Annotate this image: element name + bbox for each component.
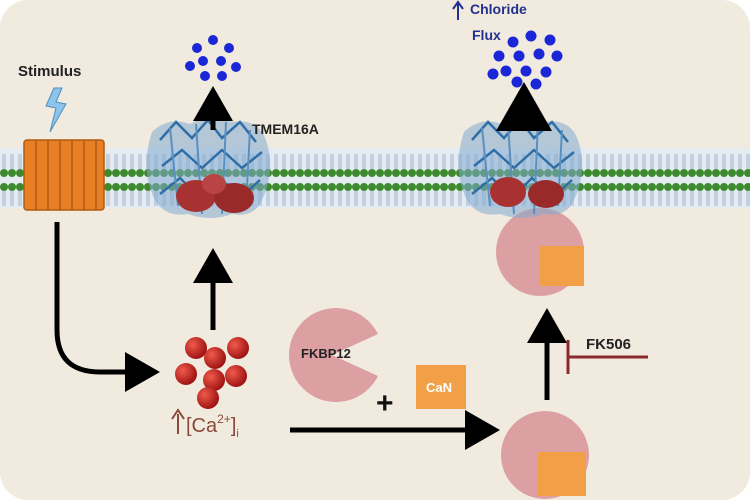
svg-text:Flux: Flux <box>472 27 501 43</box>
calcium-increase-label: [Ca2+]i <box>171 408 239 440</box>
svg-text:Chloride: Chloride <box>470 1 527 17</box>
svg-text:[Ca2+]i: [Ca2+]i <box>186 412 239 440</box>
chloride-ions-large <box>487 30 563 90</box>
fkbp12-can-complex-bottom <box>501 411 589 499</box>
cell-membrane <box>0 148 750 208</box>
chloride-flux-label: Chloride Flux <box>452 0 527 43</box>
lightning-icon <box>45 87 67 133</box>
chloride-ions-small <box>185 35 241 81</box>
tmem16a-label: TMEM16A <box>252 121 319 137</box>
tmem16a-channel-open <box>458 117 583 218</box>
can-label: CaN <box>426 380 452 395</box>
stimulus-label: Stimulus <box>18 63 81 80</box>
receptor <box>23 139 105 211</box>
stimulus-to-calcium-arrow <box>54 222 160 392</box>
fk506-label: FK506 <box>586 336 631 353</box>
fk506-inhibitor <box>566 340 648 374</box>
calcium-ions <box>175 337 249 409</box>
tmem16a-channel-closed <box>146 117 271 218</box>
fkbp12-label: FKBP12 <box>301 346 351 361</box>
fkbp12-can-complex-top <box>496 208 584 296</box>
plus-sign: + <box>376 387 394 420</box>
can-block <box>416 365 466 409</box>
fkbp12-shape <box>288 308 378 402</box>
